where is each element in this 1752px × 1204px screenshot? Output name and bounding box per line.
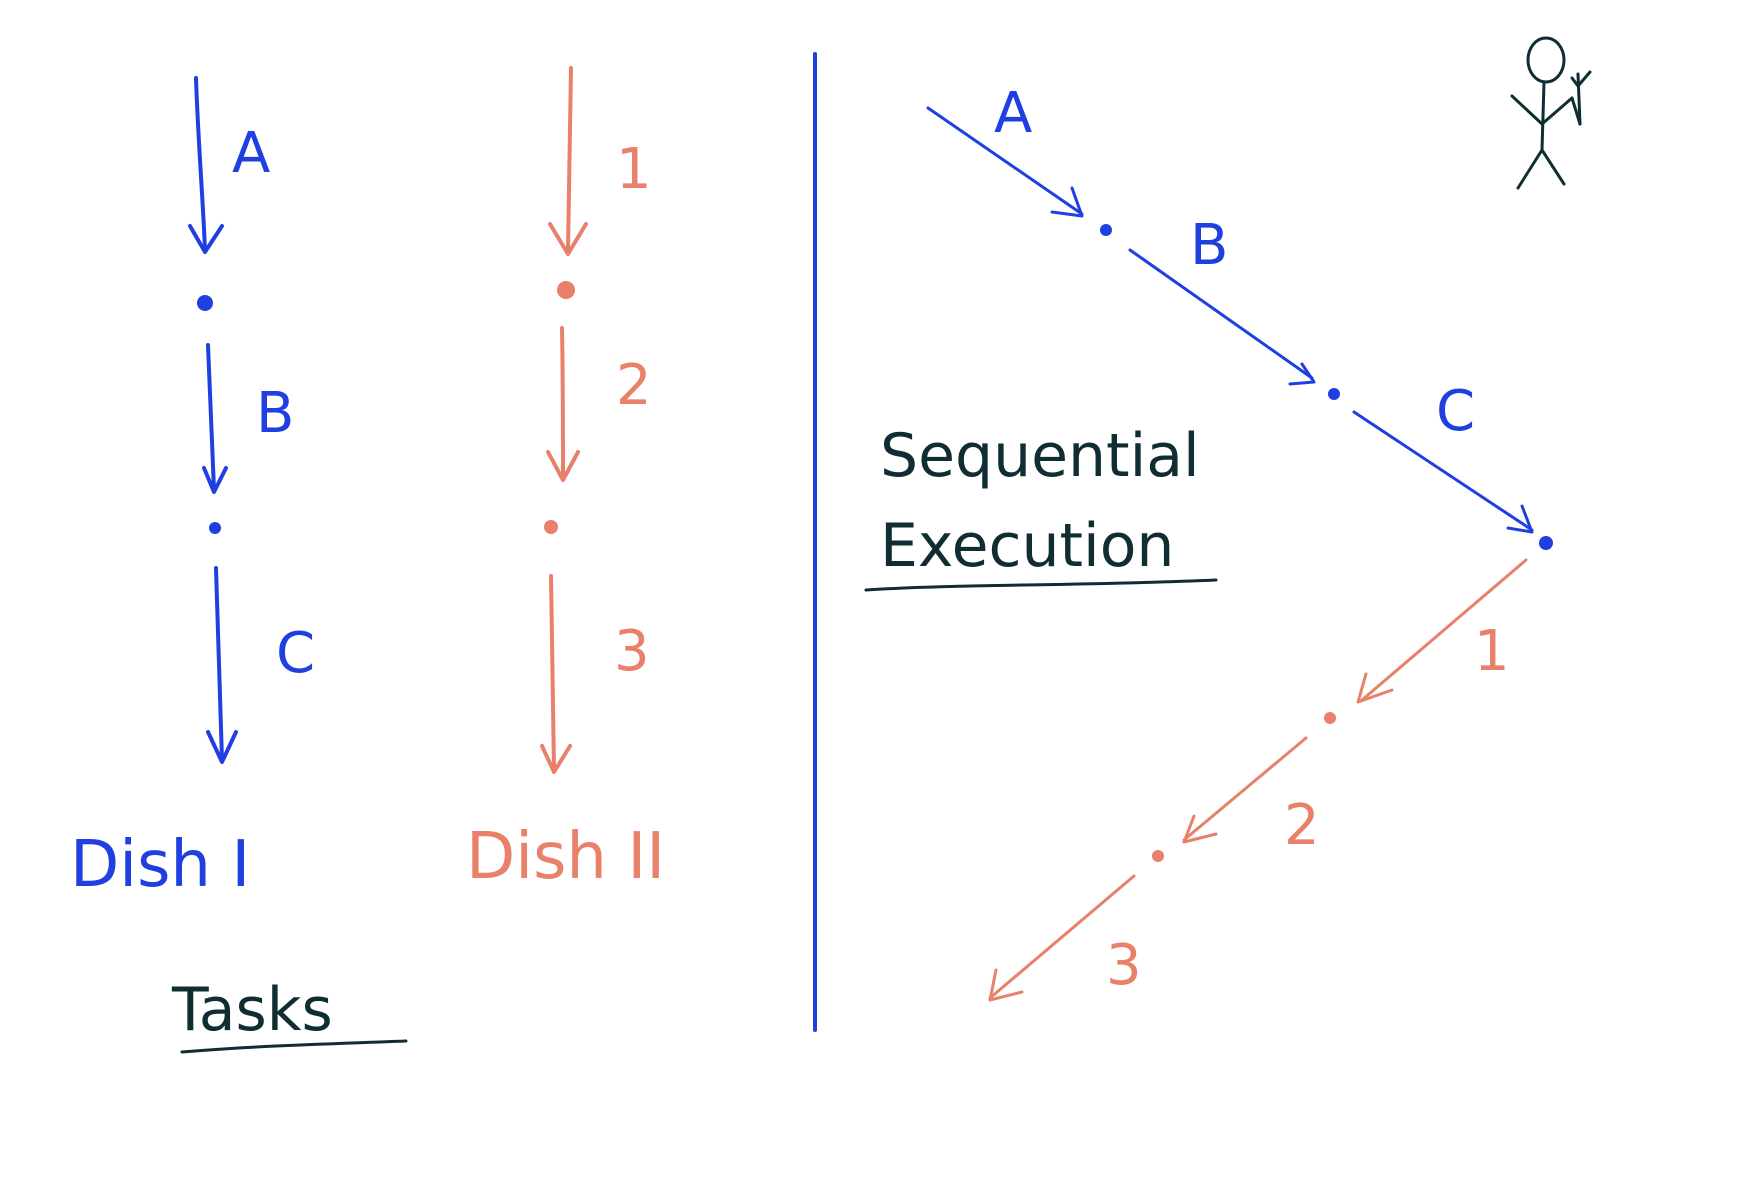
dish-1-label: Dish I (70, 828, 250, 902)
seq-arrowhead-c (1506, 504, 1534, 534)
seq-arrow-b (1128, 248, 1314, 380)
dish-1-arrow-a (194, 76, 207, 252)
dish-2-arrowhead-3 (540, 744, 572, 774)
dish-1-chain: A B C Dish I (70, 76, 315, 902)
seq-node-1 (1100, 224, 1112, 236)
seq-step-1-label: 1 (1474, 619, 1510, 684)
sequential-title-group: Sequential Execution (864, 421, 1218, 592)
dish-1-arrow-c (214, 566, 224, 762)
seq-step-b-label: B (1190, 213, 1228, 278)
dish-2-node-1 (557, 281, 575, 299)
seq-node-2 (1328, 388, 1340, 400)
dish-2-arrow-3 (549, 574, 556, 772)
seq-arrow-2 (1182, 736, 1308, 842)
dish-1-arrowhead-c (206, 730, 238, 764)
seq-arrow-3 (988, 874, 1136, 1000)
dish-2-step-3-label: 3 (614, 619, 650, 684)
sequential-title-line1: Sequential (880, 421, 1200, 491)
seq-step-2-label: 2 (1284, 793, 1320, 858)
stick-figure-icon (1510, 36, 1592, 190)
seq-step-3-label: 3 (1106, 933, 1142, 998)
tasks-title-underline (180, 1039, 408, 1054)
seq-step-c-label: C (1436, 379, 1475, 444)
dish-1-step-a-label: A (232, 121, 270, 186)
seq-arrow-a (926, 106, 1084, 216)
tasks-title-group: Tasks (171, 975, 408, 1054)
dish-2-step-1-label: 1 (616, 137, 652, 202)
seq-node-4 (1324, 712, 1336, 724)
seq-step-a-label: A (994, 81, 1032, 146)
sequential-chain: A B C 1 2 3 (926, 81, 1553, 1002)
dish-1-arrowhead-a (188, 224, 224, 254)
seq-node-3 (1539, 536, 1553, 550)
tasks-title: Tasks (171, 975, 333, 1045)
sequential-title-underline (864, 578, 1218, 592)
seq-arrowhead-2 (1182, 814, 1218, 844)
dish-2-arrow-2 (560, 326, 565, 480)
dish-1-node-2 (209, 522, 221, 534)
seq-arrow-c (1352, 410, 1534, 532)
seq-arrowhead-b (1288, 362, 1316, 386)
dish-1-step-c-label: C (276, 621, 315, 686)
dish-2-arrow-1 (566, 66, 573, 252)
dish-1-node-1 (197, 295, 213, 311)
dish-1-step-b-label: B (256, 381, 294, 446)
dish-1-arrow-b (206, 343, 216, 492)
dish-2-arrowhead-1 (548, 222, 588, 256)
seq-arrowhead-a (1050, 186, 1084, 218)
dish-2-arrowhead-2 (546, 450, 580, 482)
seq-node-5 (1152, 850, 1164, 862)
dish-2-chain: 1 2 3 Dish II (466, 66, 665, 894)
seq-arrow-1 (1360, 558, 1528, 702)
dish-1-arrowhead-b (202, 466, 228, 494)
sequential-title-line2: Execution (880, 511, 1174, 581)
seq-arrowhead-3 (988, 968, 1024, 1002)
seq-arrowhead-1 (1356, 672, 1394, 704)
dish-2-label: Dish II (466, 820, 665, 894)
dish-2-node-2 (544, 520, 558, 534)
dish-2-step-2-label: 2 (616, 353, 652, 418)
